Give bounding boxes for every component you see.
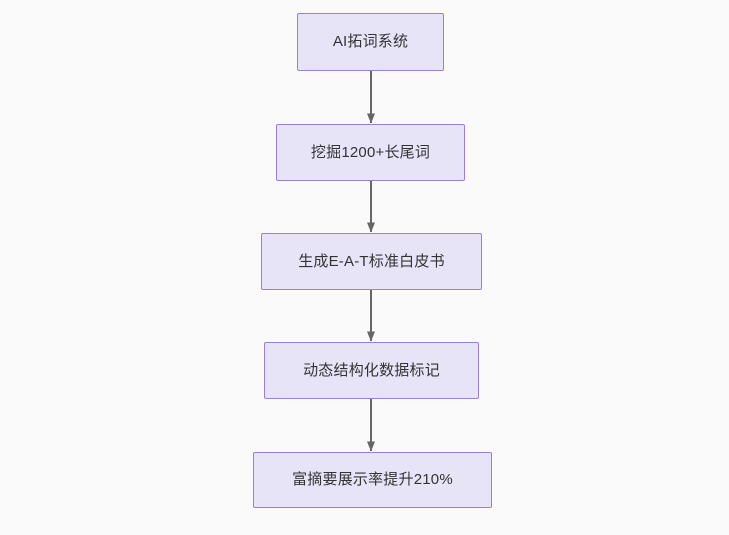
flowchart-node-mine-longtail-keywords[interactable]: 挖掘1200+长尾词 (276, 124, 465, 181)
node-label: 富摘要展示率提升210% (292, 471, 453, 488)
flowchart-node-generate-eat-whitepaper[interactable]: 生成E-A-T标准白皮书 (261, 233, 482, 290)
node-label: 动态结构化数据标记 (303, 361, 440, 379)
node-label: 生成E-A-T标准白皮书 (298, 252, 445, 270)
flowchart-node-ai-keyword-system[interactable]: AI拓词系统 (297, 13, 444, 71)
flowchart-node-rich-snippet-impression-lift[interactable]: 富摘要展示率提升210% (253, 452, 492, 508)
node-label: AI拓词系统 (332, 33, 409, 50)
flowchart-node-dynamic-structured-data-markup[interactable]: 动态结构化数据标记 (264, 342, 479, 399)
node-label: 挖掘1200+长尾词 (310, 143, 431, 161)
